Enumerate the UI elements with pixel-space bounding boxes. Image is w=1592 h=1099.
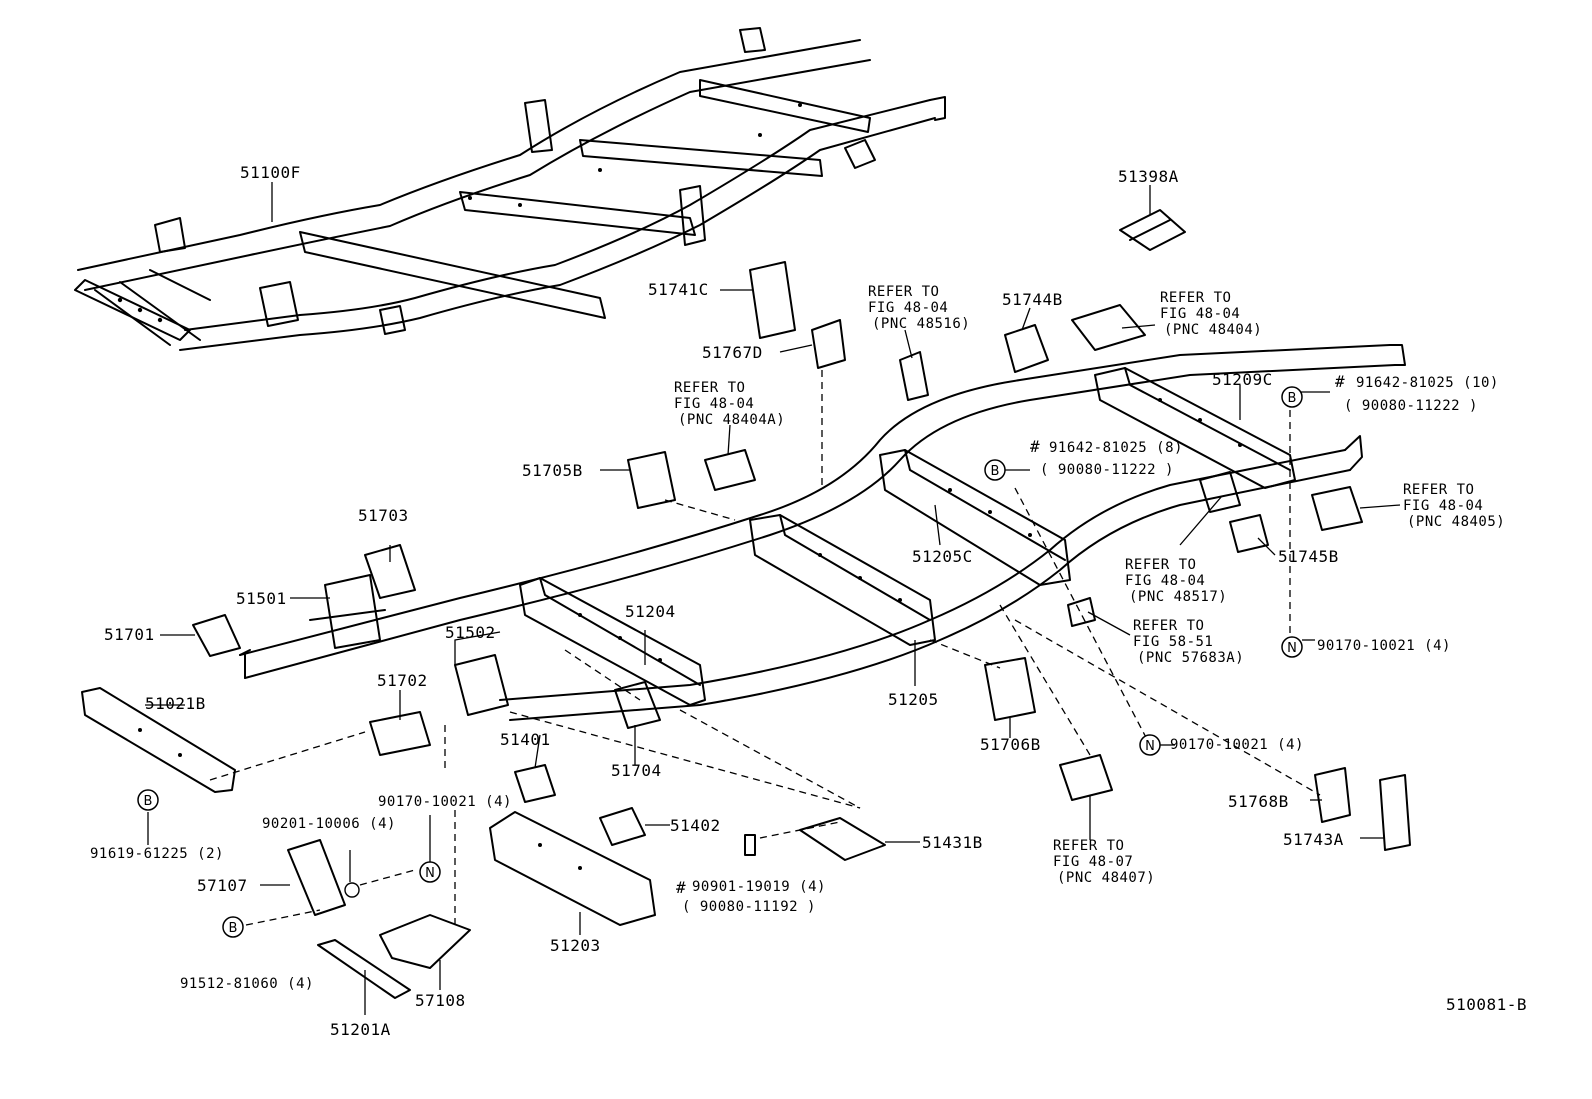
- refer-48404: REFER TO FIG 48-04 (PNC 48404): [1160, 290, 1262, 338]
- refer-57683A: REFER TO FIG 58-51 (PNC 57683A): [1133, 618, 1244, 666]
- nut-marker: N: [1281, 636, 1303, 658]
- refer-fig: FIG 48-04: [868, 300, 948, 316]
- refer-48407: REFER TO FIG 48-07 (PNC 48407): [1053, 838, 1155, 886]
- svg-text:N: N: [1145, 739, 1155, 754]
- refer-pnc: (PNC 48407): [1057, 870, 1155, 886]
- refer-line: REFER TO: [1053, 838, 1124, 854]
- label-51021B: 51021B: [145, 694, 206, 713]
- refer-pnc: (PNC 57683A): [1137, 650, 1244, 666]
- label-90170-10021-mid: 90170-10021 (4): [1170, 737, 1304, 753]
- label-51205C: 51205C: [912, 547, 973, 566]
- refer-48516: REFER TO FIG 48-04 (PNC 48516): [868, 284, 970, 332]
- label-51705B: 51705B: [522, 461, 583, 480]
- figure-code: 510081-B: [1446, 995, 1527, 1014]
- refer-pnc: (PNC 48404A): [678, 412, 785, 428]
- refer-pnc: (PNC 48404): [1164, 322, 1262, 338]
- refer-line: REFER TO: [674, 380, 745, 396]
- label-90170-10021-right: 90170-10021 (4): [1317, 638, 1451, 654]
- label-51743A: 51743A: [1283, 830, 1344, 849]
- refer-fig: FIG 58-51: [1133, 634, 1213, 650]
- refer-pnc: (PNC 48516): [872, 316, 970, 332]
- label-51203: 51203: [550, 936, 601, 955]
- label-90170-10021-left: 90170-10021 (4): [378, 794, 512, 810]
- fastener-labels: 91619-61225 (2) 90201-10006 (4) 90170-10…: [90, 372, 1499, 992]
- label-51741C: 51741C: [648, 280, 709, 299]
- hash-mark-91642-8: #: [1030, 437, 1040, 456]
- bolt-marker: B: [1281, 386, 1303, 408]
- label-91512-81060: 91512-81060 (4): [180, 976, 314, 992]
- label-90080-11222-b: ( 90080-11222 ): [1040, 462, 1174, 478]
- refer-fig: FIG 48-04: [674, 396, 754, 412]
- label-51401: 51401: [500, 730, 551, 749]
- refer-line: REFER TO: [1403, 482, 1474, 498]
- svg-text:B: B: [991, 464, 1000, 479]
- svg-text:N: N: [1287, 641, 1297, 656]
- refer-fig: FIG 48-04: [1403, 498, 1483, 514]
- label-51398A: 51398A: [1118, 167, 1179, 186]
- bolt-marker: B: [984, 459, 1006, 481]
- label-51205: 51205: [888, 690, 939, 709]
- circle-markers: B B B B N N N: [137, 386, 1303, 938]
- label-90080-11222-a: ( 90080-11222 ): [1344, 398, 1478, 414]
- refer-48517: REFER TO FIG 48-04 (PNC 48517): [1125, 557, 1227, 605]
- refer-48404A: REFER TO FIG 48-04 (PNC 48404A): [674, 380, 785, 428]
- bracket-shapes: [81, 209, 1411, 999]
- label-51703: 51703: [358, 506, 409, 525]
- label-90201-10006: 90201-10006 (4): [262, 816, 396, 832]
- label-51744B: 51744B: [1002, 290, 1063, 309]
- refer-pnc: (PNC 48517): [1129, 589, 1227, 605]
- frame-assembly-illustration: [74, 27, 946, 351]
- label-51100F: 51100F: [240, 163, 301, 182]
- svg-text:B: B: [144, 794, 153, 809]
- nut-marker: N: [1139, 734, 1161, 756]
- label-90901-19019: 90901-19019 (4): [692, 879, 826, 895]
- label-91642-81025-10: 91642-81025 (10): [1356, 375, 1499, 391]
- label-91642-81025-8: 91642-81025 (8): [1049, 440, 1183, 456]
- hash-mark-91642-10: #: [1335, 372, 1345, 391]
- label-51431B: 51431B: [922, 833, 983, 852]
- label-51702: 51702: [377, 671, 428, 690]
- nut-marker: N: [419, 861, 441, 883]
- refer-line: REFER TO: [1133, 618, 1204, 634]
- exploded-frame-rails: [239, 344, 1406, 721]
- crossmember-51204: [519, 577, 706, 706]
- label-51745B: 51745B: [1278, 547, 1339, 566]
- label-90080-11192: ( 90080-11192 ): [682, 899, 816, 915]
- leader-lines: [145, 182, 1401, 1015]
- bolt-marker: B: [137, 789, 159, 811]
- label-91619-61225: 91619-61225 (2): [90, 846, 224, 862]
- refer-line: REFER TO: [1125, 557, 1196, 573]
- label-51402: 51402: [670, 816, 721, 835]
- refer-line: REFER TO: [1160, 290, 1231, 306]
- label-51209C: 51209C: [1212, 370, 1273, 389]
- refer-fig: FIG 48-04: [1125, 573, 1205, 589]
- refer-fig: FIG 48-04: [1160, 306, 1240, 322]
- label-51704: 51704: [611, 761, 662, 780]
- refer-48405: REFER TO FIG 48-04 (PNC 48405): [1403, 482, 1505, 530]
- label-57108: 57108: [415, 991, 466, 1010]
- label-51706B: 51706B: [980, 735, 1041, 754]
- label-51767D: 51767D: [702, 343, 763, 362]
- crossmember-51209C: [1094, 367, 1296, 489]
- label-57107: 57107: [197, 876, 248, 895]
- svg-text:N: N: [425, 866, 435, 881]
- label-51201A: 51201A: [330, 1020, 391, 1039]
- svg-text:B: B: [1288, 391, 1297, 406]
- refer-fig: FIG 48-07: [1053, 854, 1133, 870]
- label-51501: 51501: [236, 589, 287, 608]
- svg-text:B: B: [229, 921, 238, 936]
- label-51701: 51701: [104, 625, 155, 644]
- crossmember-51205C: [879, 449, 1071, 586]
- label-51204: 51204: [625, 602, 676, 621]
- crossmember-51205: [749, 514, 936, 646]
- alignment-lines: [209, 370, 1321, 926]
- bolt-marker: B: [222, 916, 244, 938]
- refer-pnc: (PNC 48405): [1407, 514, 1505, 530]
- hash-mark-90901: #: [676, 878, 686, 897]
- part-labels: 51100F 51398A 51741C 51767D 51744B 51209…: [104, 163, 1527, 1039]
- label-51768B: 51768B: [1228, 792, 1289, 811]
- refer-line: REFER TO: [868, 284, 939, 300]
- label-51502: 51502: [445, 623, 496, 642]
